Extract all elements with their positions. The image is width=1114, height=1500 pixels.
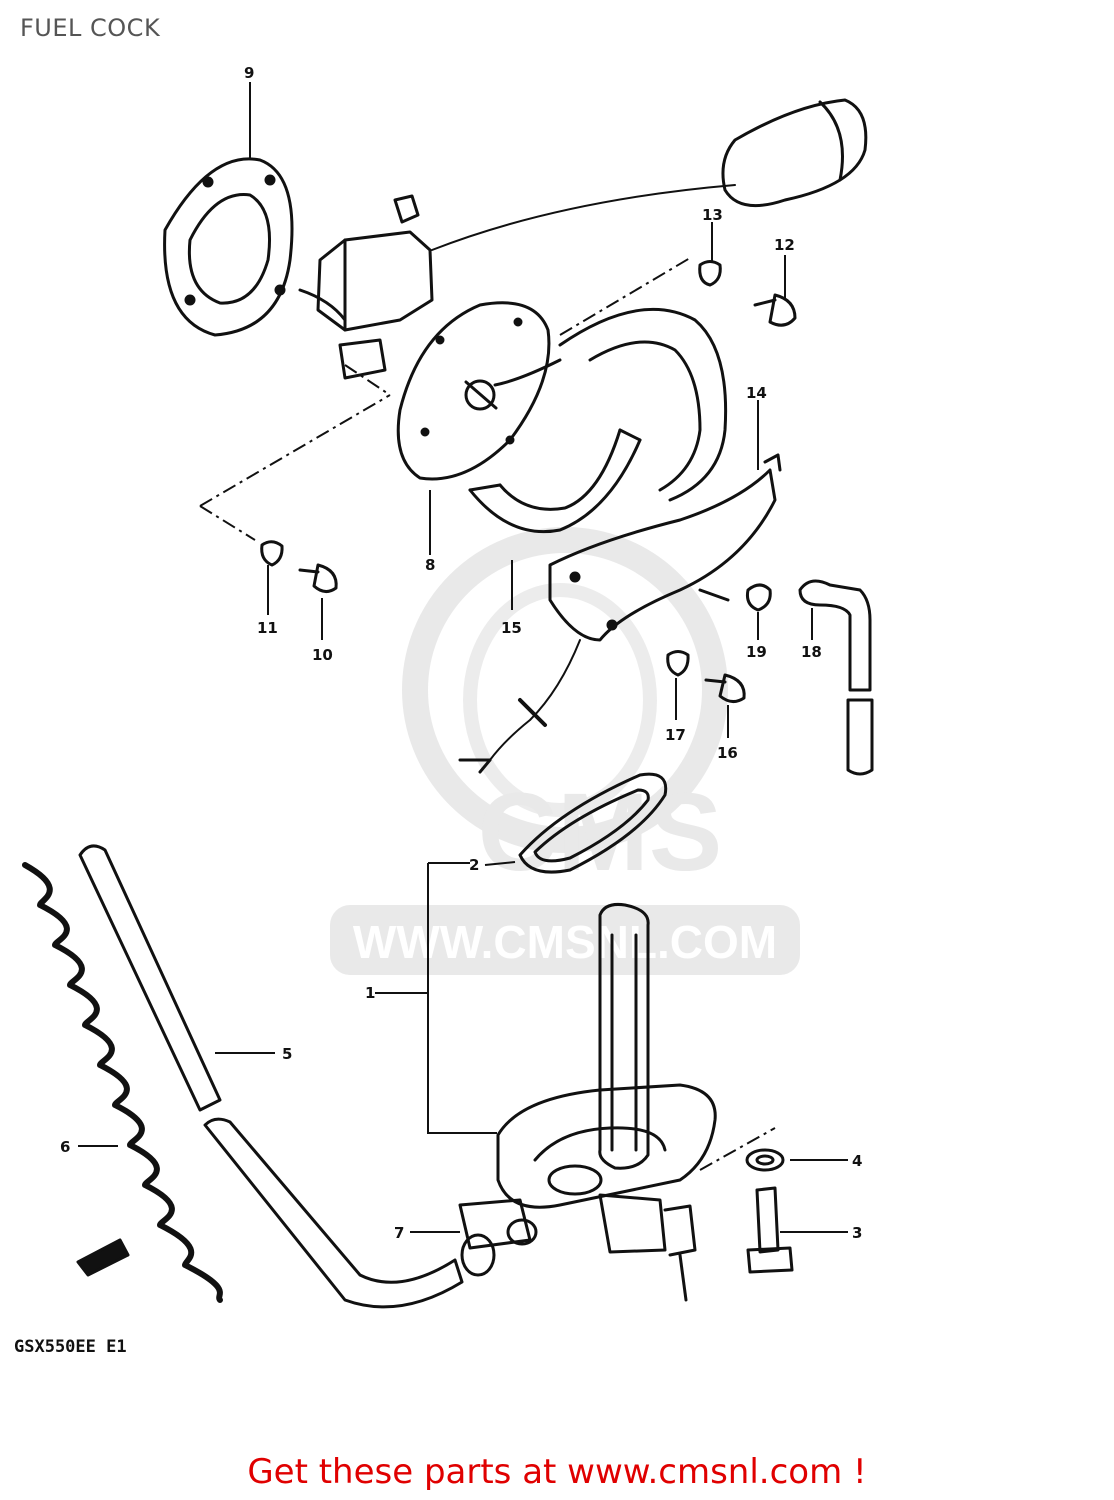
part-5-fuel-hose: [78, 844, 464, 1309]
part-7-clamp: [460, 1233, 496, 1277]
callout-7: 7: [394, 1224, 404, 1242]
part-17-washer: [666, 650, 690, 677]
watermark-url-band: [330, 905, 800, 975]
part-callouts: 1 2 3 4 5 6 7 8 9 10 11 12 13 14 15 16 1…: [60, 64, 862, 1242]
sender-wire-lead: [458, 639, 581, 774]
callout-12: 12: [774, 236, 795, 254]
callout-5: 5: [282, 1045, 292, 1063]
part-19-clip: [746, 583, 772, 612]
part-11-washer: [260, 540, 284, 567]
callout-9: 9: [244, 64, 254, 82]
part-6-spring: [22, 862, 223, 1303]
callout-16: 16: [717, 744, 738, 762]
part-15-guard: [468, 307, 728, 534]
callout-2: 2: [469, 856, 479, 874]
callout-19: 19: [746, 643, 767, 661]
callout-18: 18: [801, 643, 822, 661]
callout-1: 1: [365, 984, 375, 1002]
part-14-bracket: [548, 453, 782, 642]
leader-lines: [78, 82, 848, 1233]
part-16-screw: [704, 673, 746, 703]
callout-11: 11: [257, 619, 278, 637]
front-direction-arrow-icon: [76, 1238, 130, 1277]
callout-10: 10: [312, 646, 333, 664]
part-12-screw: [753, 293, 797, 327]
footer-link[interactable]: Get these parts at www.cmsnl.com !: [247, 1452, 867, 1492]
watermark-brand: CMS: [478, 771, 722, 894]
callout-13: 13: [702, 206, 723, 224]
part-8-mount-plate: [396, 301, 562, 481]
part-4-washer: [745, 1148, 785, 1172]
watermark-figure: [463, 583, 657, 817]
model-code: GSX550EE E1: [14, 1337, 127, 1357]
callout-17: 17: [665, 726, 686, 744]
callout-6: 6: [60, 1138, 70, 1156]
part-10-screw: [298, 563, 338, 593]
part-1-fuel-cock: [458, 903, 717, 1302]
cms-watermark: CMS WWW.CMSNL.COM: [330, 527, 800, 975]
part-13-washer: [698, 260, 722, 287]
callout-3: 3: [852, 1224, 862, 1242]
fuel-level-sender: [298, 98, 868, 380]
callout-15: 15: [501, 619, 522, 637]
watermark-ring: [402, 527, 728, 853]
part-9-gasket: [163, 157, 294, 337]
page-title: FUEL COCK: [20, 14, 161, 42]
watermark-url: WWW.CMSNL.COM: [353, 916, 777, 968]
part-18-hose: [798, 579, 874, 776]
callout-8: 8: [425, 556, 435, 574]
callout-4: 4: [852, 1152, 862, 1170]
callout-14: 14: [746, 384, 767, 402]
part-2-o-ring: [518, 772, 668, 874]
part-3-bolt: [746, 1186, 794, 1274]
